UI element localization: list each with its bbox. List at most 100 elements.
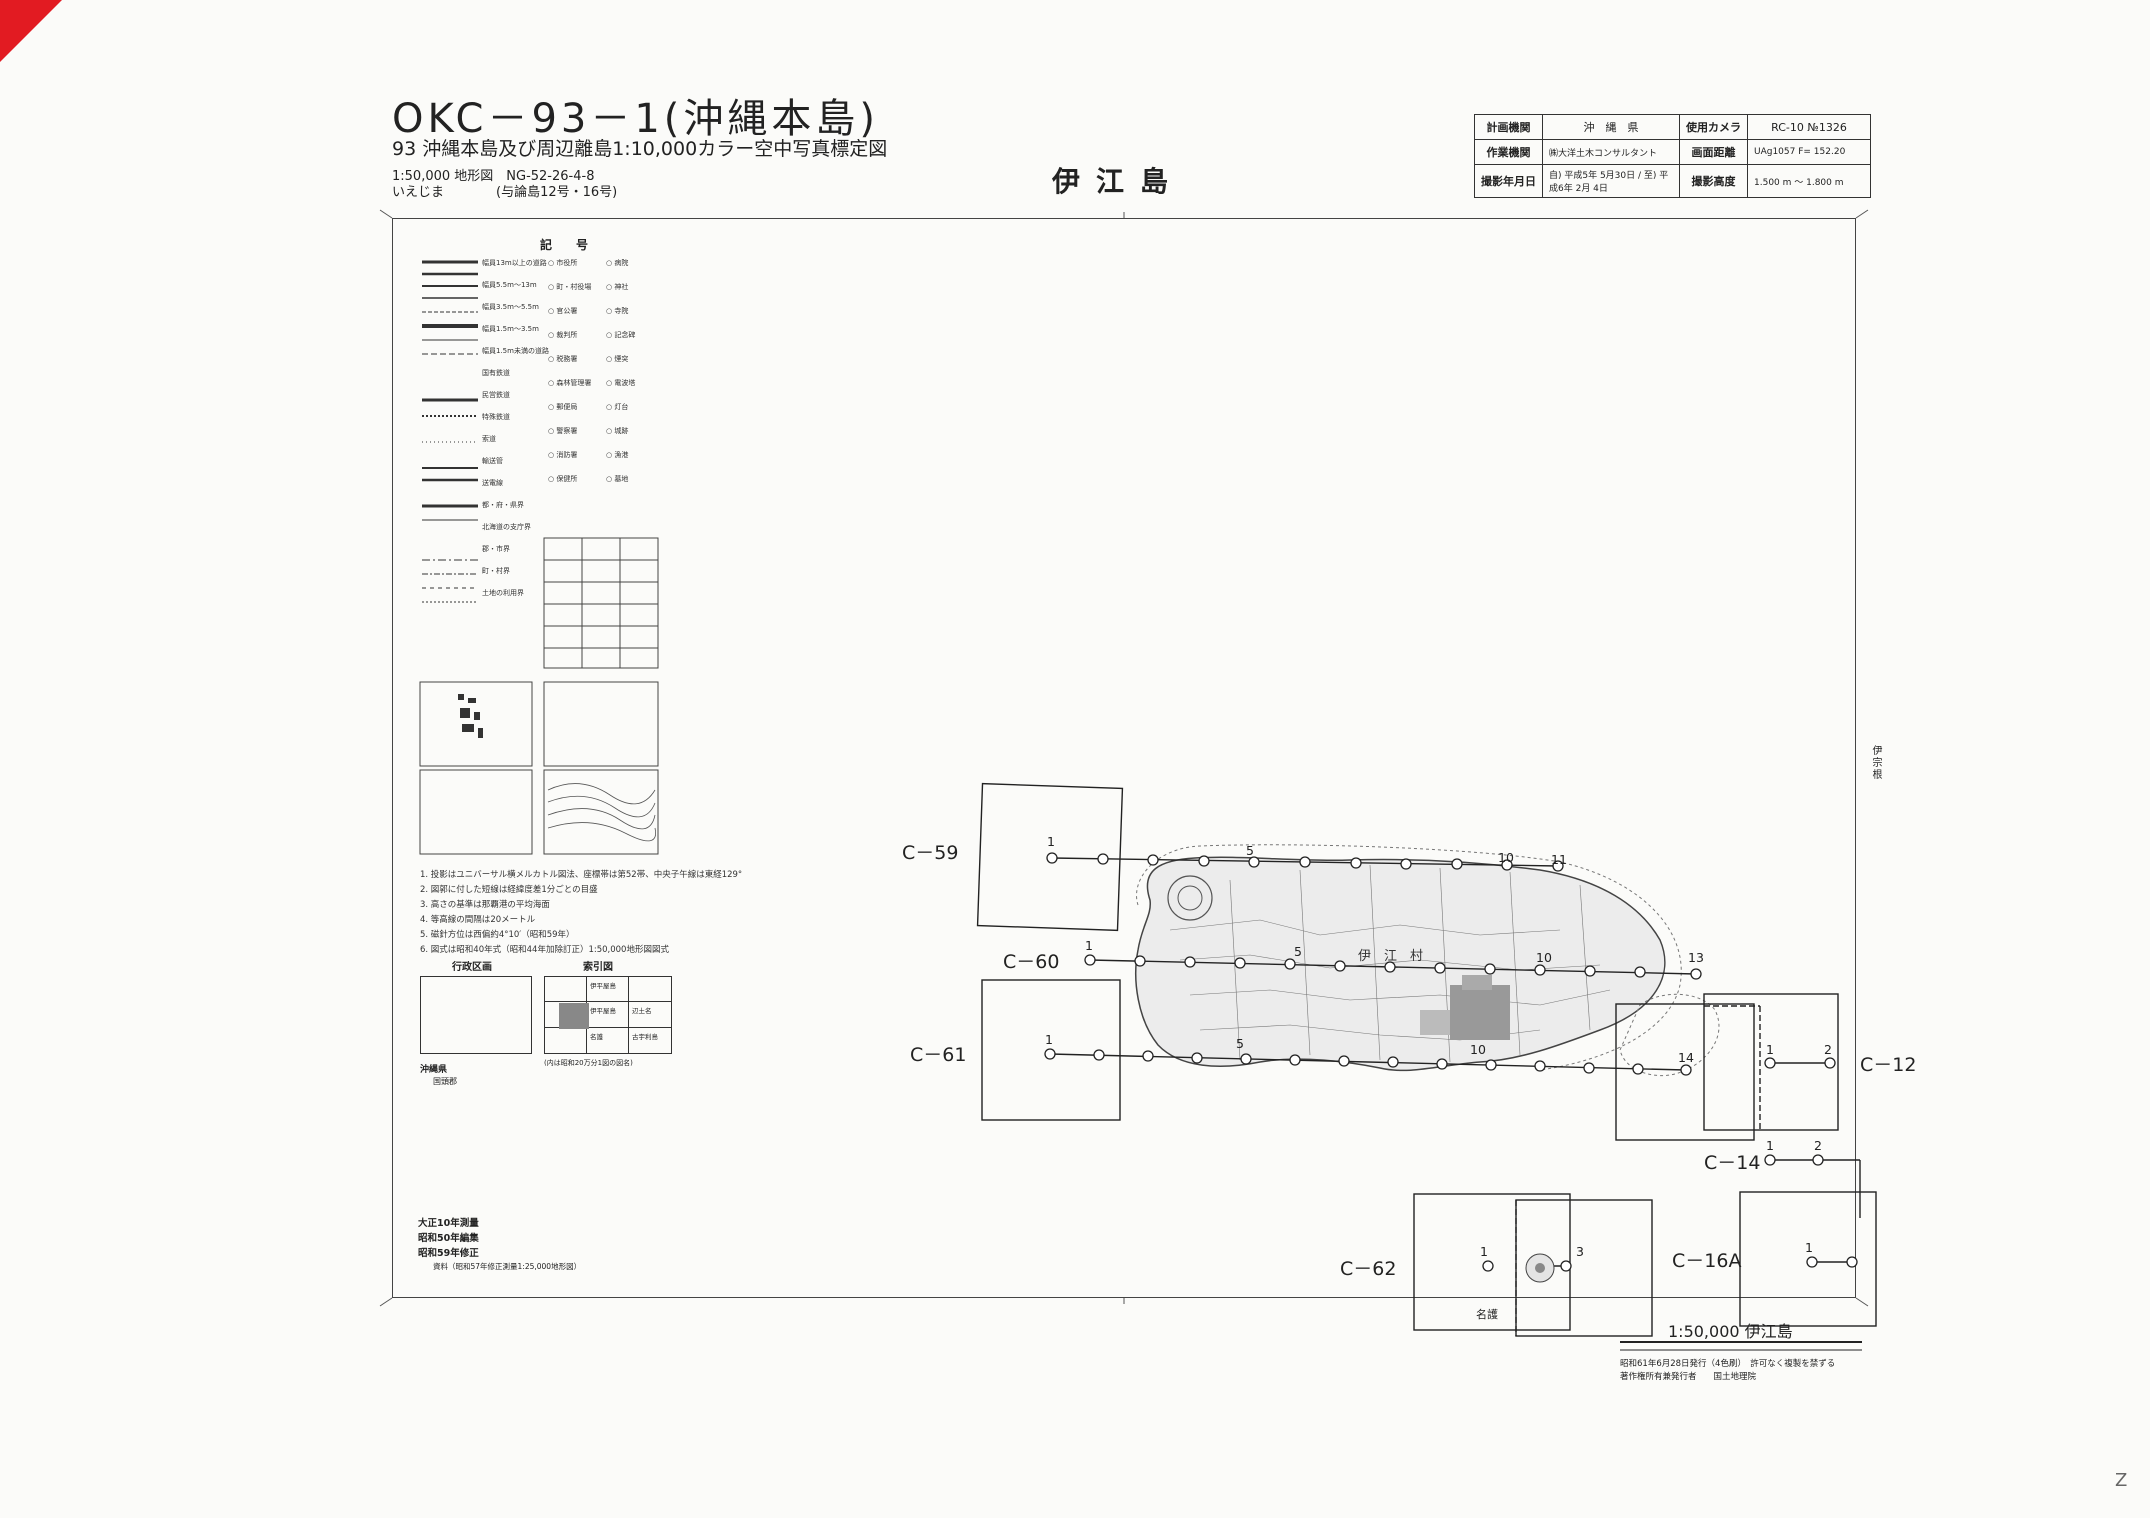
legend-line-label: 索道 bbox=[482, 435, 496, 443]
index-cell: 辺土名 bbox=[629, 1002, 671, 1028]
exposure-number: 1 bbox=[1045, 1032, 1053, 1047]
note-item: 5. 磁針方位は西偏約4°10′（昭和59年） bbox=[420, 930, 575, 940]
info-table: 計画機関 沖 縄 県 使用カメラ RC-10 №1326 作業機関 ㈱大洋土木コ… bbox=[1474, 114, 1871, 198]
legend-symbol-label: ○ 町・村役場 bbox=[548, 283, 592, 291]
sheet-code: OKC－93－1(沖縄本島) bbox=[392, 96, 880, 142]
legend-line-label: 送電線 bbox=[482, 479, 503, 487]
admin-inset bbox=[420, 976, 532, 1054]
legend-symbol-label: ○ 灯台 bbox=[606, 403, 629, 411]
info-row: 撮影年月日 自) 平成5年 5月30日 / 至) 平成6年 2月 4日 撮影高度… bbox=[1474, 164, 1871, 198]
exposure-number: 11 bbox=[1551, 852, 1567, 867]
info-row: 計画機関 沖 縄 県 使用カメラ RC-10 №1326 bbox=[1474, 114, 1871, 140]
index-cell: 古宇利島 bbox=[632, 1032, 658, 1041]
contour-sample bbox=[547, 783, 657, 842]
exposure-number: 1 bbox=[1047, 834, 1055, 849]
corner-mark: Z bbox=[2115, 1470, 2128, 1491]
legend-symbol-label: ○ 墓地 bbox=[606, 475, 629, 483]
bottom-scale-title: 1:50,000 伊江島 bbox=[1668, 1322, 1793, 1341]
adjacent-sheet-label: 伊宗根 bbox=[1870, 745, 1881, 781]
legend-symbol-label: ○ 消防署 bbox=[548, 451, 578, 459]
survey-source: 資料（昭和57年修正測量1:25,000地形図） bbox=[433, 1262, 582, 1271]
exposure-number: 10 bbox=[1498, 850, 1514, 865]
course-label-c59: C－59 bbox=[902, 842, 959, 864]
publisher-line: 著作権所有兼発行者 国土地理院 bbox=[1620, 1372, 1757, 1382]
photo-frame-c61-end bbox=[1615, 1003, 1755, 1141]
legend-symbol-label: ○ 税務署 bbox=[548, 355, 578, 363]
legend-symbol-label: ○ 郵便局 bbox=[548, 403, 578, 411]
base-map-name: いえじま (与論島12号・16号) bbox=[392, 185, 618, 200]
exposure-points bbox=[1044, 852, 1858, 1272]
legend-line-label: 幅員1.5m～3.5m bbox=[482, 325, 539, 333]
exposure-number: 14 bbox=[1678, 1050, 1694, 1065]
scale-bar bbox=[1620, 1341, 1862, 1351]
index-cell: 伊平屋島 bbox=[587, 977, 629, 1003]
course-label-c61: C－61 bbox=[910, 1044, 967, 1066]
publisher-line: 昭和61年6月28日発行（4色刷） 許可なく複製を禁ずる bbox=[1620, 1359, 1836, 1369]
note-item: 3. 高さの基準は那覇港の平均海面 bbox=[420, 900, 550, 910]
info-value: 自) 平成5年 5月30日 / 至) 平成6年 2月 4日 bbox=[1542, 164, 1680, 198]
exposure-number: 13 bbox=[1688, 950, 1704, 965]
info-value: RC-10 №1326 bbox=[1747, 114, 1871, 140]
note-item: 1. 投影はユニバーサル横メルカトル図法、座標帯は第52帯、中央子午線は東経12… bbox=[420, 870, 743, 880]
survey-history-line: 昭和50年編集 bbox=[418, 1233, 479, 1244]
frame-ticks bbox=[379, 209, 1869, 1307]
legend-symbol-label: ○ 神社 bbox=[606, 283, 629, 291]
info-label: 使用カメラ bbox=[1679, 114, 1748, 140]
legend-line-label: 町・村界 bbox=[482, 567, 510, 575]
legend-line-label: 土地の利用界 bbox=[482, 589, 524, 597]
survey-history: 大正10年測量 昭和50年編集 昭和59年修正 bbox=[418, 1216, 479, 1261]
course-label-c60: C－60 bbox=[1003, 951, 1060, 973]
exposure-number: 3 bbox=[1576, 1244, 1584, 1259]
legend-line-label: 国有鉄道 bbox=[482, 369, 510, 377]
legend-symbol-label: ○ 森林管理署 bbox=[548, 379, 592, 387]
exposure-number: 5 bbox=[1246, 843, 1254, 858]
legend-line-label: 郡・市界 bbox=[482, 545, 510, 553]
index-cell bbox=[545, 977, 587, 1003]
legend-line-label: 幅員13m以上の道路 bbox=[482, 259, 547, 267]
legend-line-label: 都・府・県界 bbox=[482, 501, 524, 509]
city-sample bbox=[458, 694, 483, 738]
legend-line-label: 幅員5.5m～13m bbox=[482, 281, 537, 289]
legend-symbol-label: ○ 保健所 bbox=[548, 475, 578, 483]
info-label: 撮影高度 bbox=[1679, 164, 1748, 198]
legend-symbol-label: ○ 煙突 bbox=[606, 355, 629, 363]
admin-pref: 沖縄県 bbox=[420, 1065, 448, 1075]
index-inset-title: 索引図 bbox=[583, 962, 613, 973]
exposure-number: 1 bbox=[1480, 1244, 1488, 1259]
photo-frame-c61 bbox=[981, 979, 1121, 1121]
survey-history-line: 大正10年測量 bbox=[418, 1218, 479, 1229]
index-cell bbox=[545, 1027, 587, 1053]
course-label-c12: C－12 bbox=[1860, 1054, 1917, 1076]
survey-history-line: 昭和59年修正 bbox=[418, 1248, 479, 1259]
info-value: 1.500 m ～ 1.800 m bbox=[1747, 164, 1871, 198]
town-blocks bbox=[1420, 975, 1510, 1040]
note-item: 4. 等高線の間隔は20メートル bbox=[420, 915, 536, 925]
legend-boxes bbox=[419, 537, 659, 855]
legend-line-label: 幅員1.5m未満の道路 bbox=[482, 347, 549, 355]
exposure-number: 1 bbox=[1766, 1138, 1774, 1153]
exposure-number: 2 bbox=[1824, 1042, 1832, 1057]
index-cell: 名護 bbox=[587, 1027, 629, 1053]
exposure-number: 10 bbox=[1536, 950, 1552, 965]
legend-symbol-label: ○ 記念碑 bbox=[606, 331, 636, 339]
admin-inset-title: 行政区画 bbox=[452, 962, 492, 973]
flight-line-c61 bbox=[1049, 1053, 1687, 1071]
legend-line-label: 幅員3.5m～5.5m bbox=[482, 303, 539, 311]
photo-frame-c62 bbox=[1413, 1193, 1571, 1331]
course-label-c16a: C－16A bbox=[1672, 1250, 1742, 1272]
corner-flag bbox=[0, 0, 62, 62]
island-ie-shima: 伊 江 村 bbox=[1135, 844, 1682, 1072]
legend-symbol-label: ○ 城跡 bbox=[606, 427, 629, 435]
place-label-nago: 名護 bbox=[1476, 1308, 1498, 1321]
legend-symbol-label: ○ 警察署 bbox=[548, 427, 578, 435]
exposure-number: 1 bbox=[1085, 938, 1093, 953]
base-map-reference: 1:50,000 地形図 NG-52-26-4-8 bbox=[392, 169, 595, 184]
photo-frame-c16a bbox=[1739, 1191, 1877, 1327]
index-cell: 伊平屋島 bbox=[587, 1002, 629, 1028]
map-frame bbox=[392, 218, 1856, 1298]
legend-symbol-label: ○ 市役所 bbox=[548, 259, 578, 267]
island-village-label: 伊 江 村 bbox=[1358, 949, 1423, 964]
photo-frame-c12 bbox=[1703, 993, 1839, 1131]
legend-heading: 記 号 bbox=[540, 238, 595, 252]
